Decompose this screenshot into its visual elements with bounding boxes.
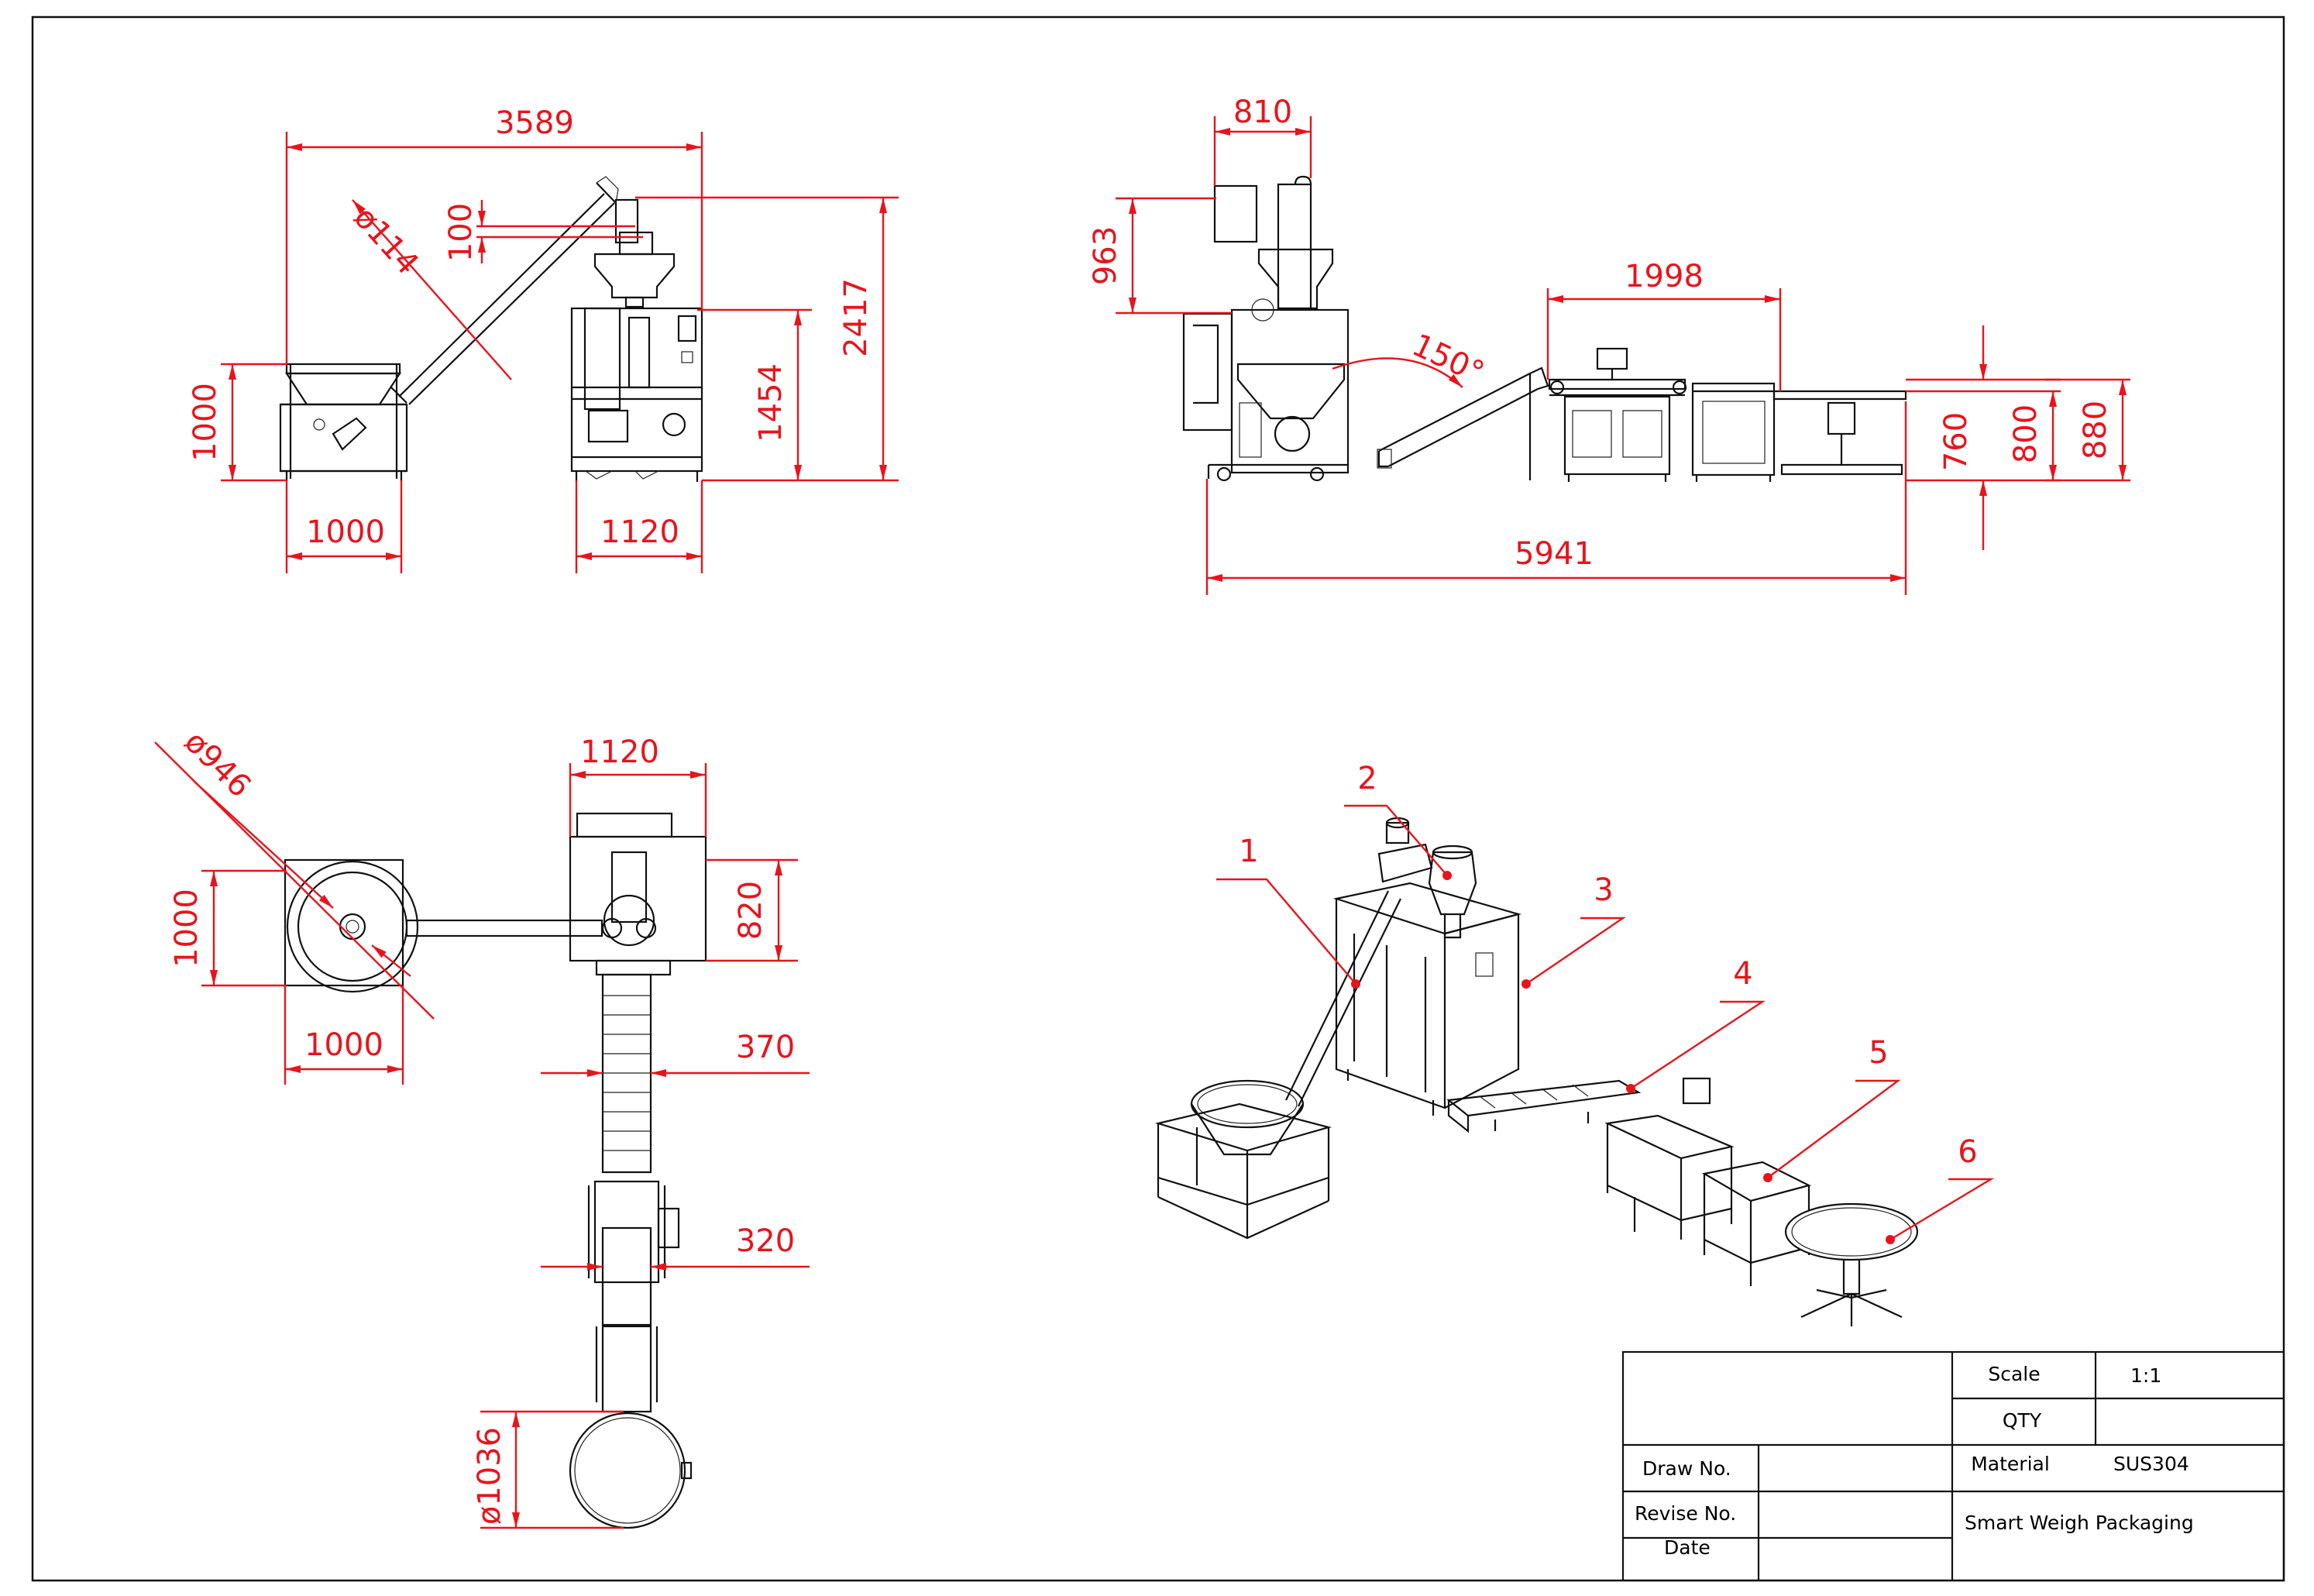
output-conveyor-side xyxy=(1377,366,1549,480)
revise-no-label: Revise No. xyxy=(1635,1502,1736,1525)
conveyor-plan xyxy=(601,973,652,1174)
checkweigher-plan xyxy=(587,1180,680,1413)
dim-plan-table-diameter: ø1036 xyxy=(472,1427,507,1525)
material-label: Material xyxy=(1971,1453,2050,1475)
side-dimensions: 810 963 150° 1998 5941 760 800 xyxy=(1088,95,2130,595)
reject-unit-side xyxy=(1691,382,1776,482)
rotary-table-side xyxy=(1772,390,1907,476)
isometric-view: 1 2 3 4 5 6 xyxy=(1154,761,1995,1326)
dim-hopper-diameter: ø946 xyxy=(177,724,258,805)
dim-angle: 150° xyxy=(1407,327,1490,390)
dim-plan-hopper-width: 1000 xyxy=(304,1027,383,1063)
hopper-plan xyxy=(284,858,419,993)
dim-total-length: 5941 xyxy=(1515,536,1594,572)
plan-view: ø946 1120 1000 1000 820 370 xyxy=(154,724,810,1529)
screw-plan xyxy=(405,919,603,937)
dim-top-offset: 100 xyxy=(443,203,479,262)
date-label: Date xyxy=(1664,1536,1711,1559)
callout-4: 4 xyxy=(1733,956,1752,992)
plan-dimensions: ø946 1120 1000 1000 820 370 xyxy=(154,724,810,1529)
callout-2: 2 xyxy=(1357,761,1377,796)
callout-leaders xyxy=(1216,804,1995,1244)
title-block: Scale 1:1 QTY Material SUS304 Draw No. R… xyxy=(1621,1350,2285,1582)
auger-filler-front xyxy=(593,198,676,308)
callout-1: 1 xyxy=(1239,834,1258,869)
side-view: 810 963 150° 1998 5941 760 800 xyxy=(1088,95,2130,595)
dim-hopper-width: 1000 xyxy=(306,514,385,550)
vffs-machine-side xyxy=(1182,175,1350,482)
iso-checkweigher xyxy=(1604,1077,1735,1240)
dim-plan-conveyor-width: 370 xyxy=(736,1030,795,1065)
vffs-machine-front xyxy=(570,307,703,482)
iso-rotary-table xyxy=(1784,1202,1919,1326)
dim-height-800: 800 xyxy=(2008,404,2044,463)
dim-plan-hopper-depth: 1000 xyxy=(169,889,205,968)
dim-front-width-total: 3589 xyxy=(495,105,574,141)
callout-3: 3 xyxy=(1594,872,1613,908)
iso-output-conveyor xyxy=(1446,1079,1642,1133)
dim-machine-height: 1454 xyxy=(753,363,789,442)
draw-no-label: Draw No. xyxy=(1642,1457,1731,1480)
scale-label: Scale xyxy=(1988,1363,2040,1385)
dim-top-height: 963 xyxy=(1088,226,1123,285)
callout-5: 5 xyxy=(1869,1035,1888,1071)
scale-value: 1:1 xyxy=(2130,1364,2161,1387)
rotary-table-plan xyxy=(569,1412,693,1529)
drawing-border xyxy=(31,15,2285,1582)
company-name: Smart Weigh Packaging xyxy=(1965,1512,2194,1534)
callout-6: 6 xyxy=(1958,1134,1977,1170)
dim-front-height-total: 2417 xyxy=(838,278,874,357)
screw-hopper-front xyxy=(279,363,408,482)
dim-height-760: 760 xyxy=(1938,412,1974,471)
dim-plan-machine-width: 1120 xyxy=(580,734,659,770)
dim-platform-length: 1998 xyxy=(1625,259,1704,294)
iso-vffs-machine xyxy=(1332,882,1522,1116)
front-view: 3589 ø114 100 2417 1454 1000 1000 xyxy=(187,105,899,573)
front-dimensions: 3589 ø114 100 2417 1454 1000 1000 xyxy=(187,105,899,573)
material-value: SUS304 xyxy=(2113,1453,2189,1475)
machine-plan xyxy=(569,812,707,976)
checkweigher-side xyxy=(1548,347,1687,482)
dim-plan-checkweigher-width: 320 xyxy=(736,1223,795,1259)
iso-hopper-stand xyxy=(1154,1079,1332,1240)
dim-height-880: 880 xyxy=(2078,401,2113,459)
dim-hopper-height: 1000 xyxy=(187,383,223,462)
dim-machine-width: 1120 xyxy=(600,514,679,550)
qty-label: QTY xyxy=(2003,1409,2042,1432)
dim-plan-machine-depth: 820 xyxy=(733,881,768,940)
dim-machine-depth: 810 xyxy=(1233,95,1292,130)
